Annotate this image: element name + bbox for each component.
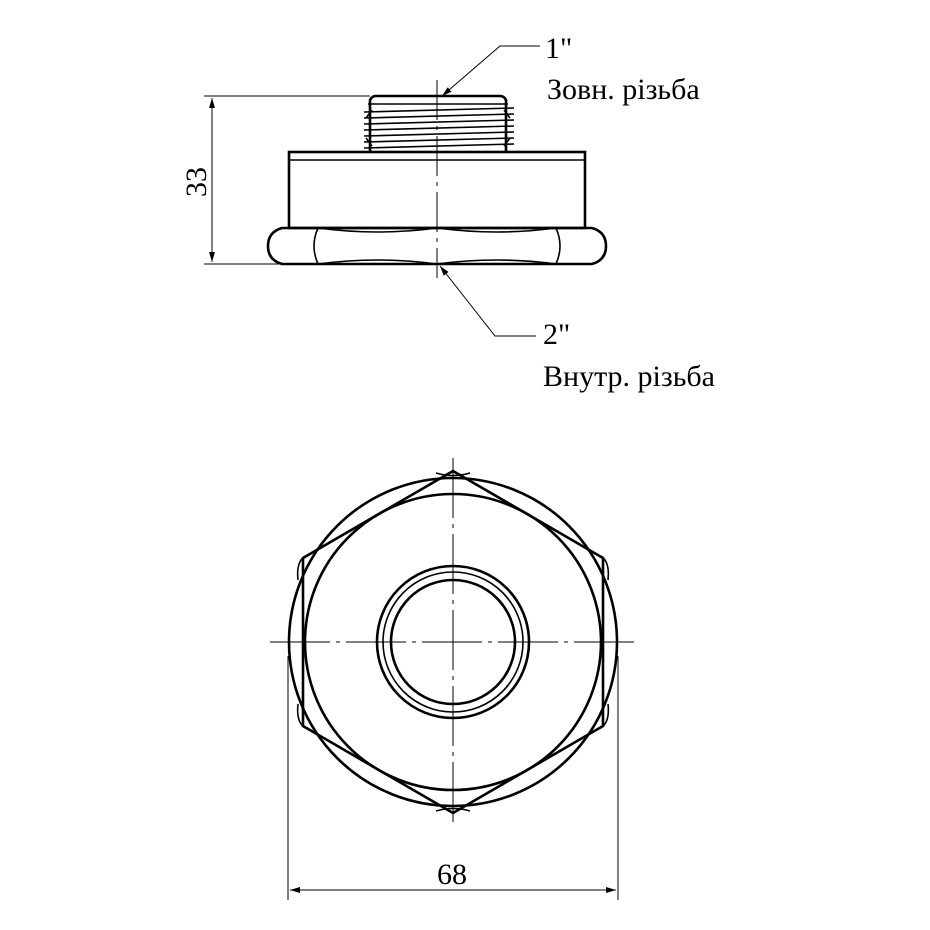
bottom-callout-desc: Внутр. різьба xyxy=(543,360,715,393)
width-dimension: 68 xyxy=(287,656,619,900)
bottom-callout-size: 2" xyxy=(543,318,570,351)
top-callout-desc: Зовн. різьба xyxy=(547,73,700,106)
height-dimension: 33 xyxy=(180,95,370,265)
side-view: 33 1" Зовн. різьба 2" Внутр. різьба xyxy=(180,32,715,393)
bottom-callout: 2" Внутр. різьба xyxy=(439,265,715,393)
width-dimension-label: 68 xyxy=(437,858,467,891)
top-view: 68 xyxy=(270,458,636,900)
top-callout: 1" Зовн. різьба xyxy=(441,32,700,106)
height-dimension-label: 33 xyxy=(180,167,213,197)
external-thread xyxy=(363,94,515,152)
top-callout-size: 1" xyxy=(545,32,572,65)
hex-nut-side xyxy=(266,226,608,266)
